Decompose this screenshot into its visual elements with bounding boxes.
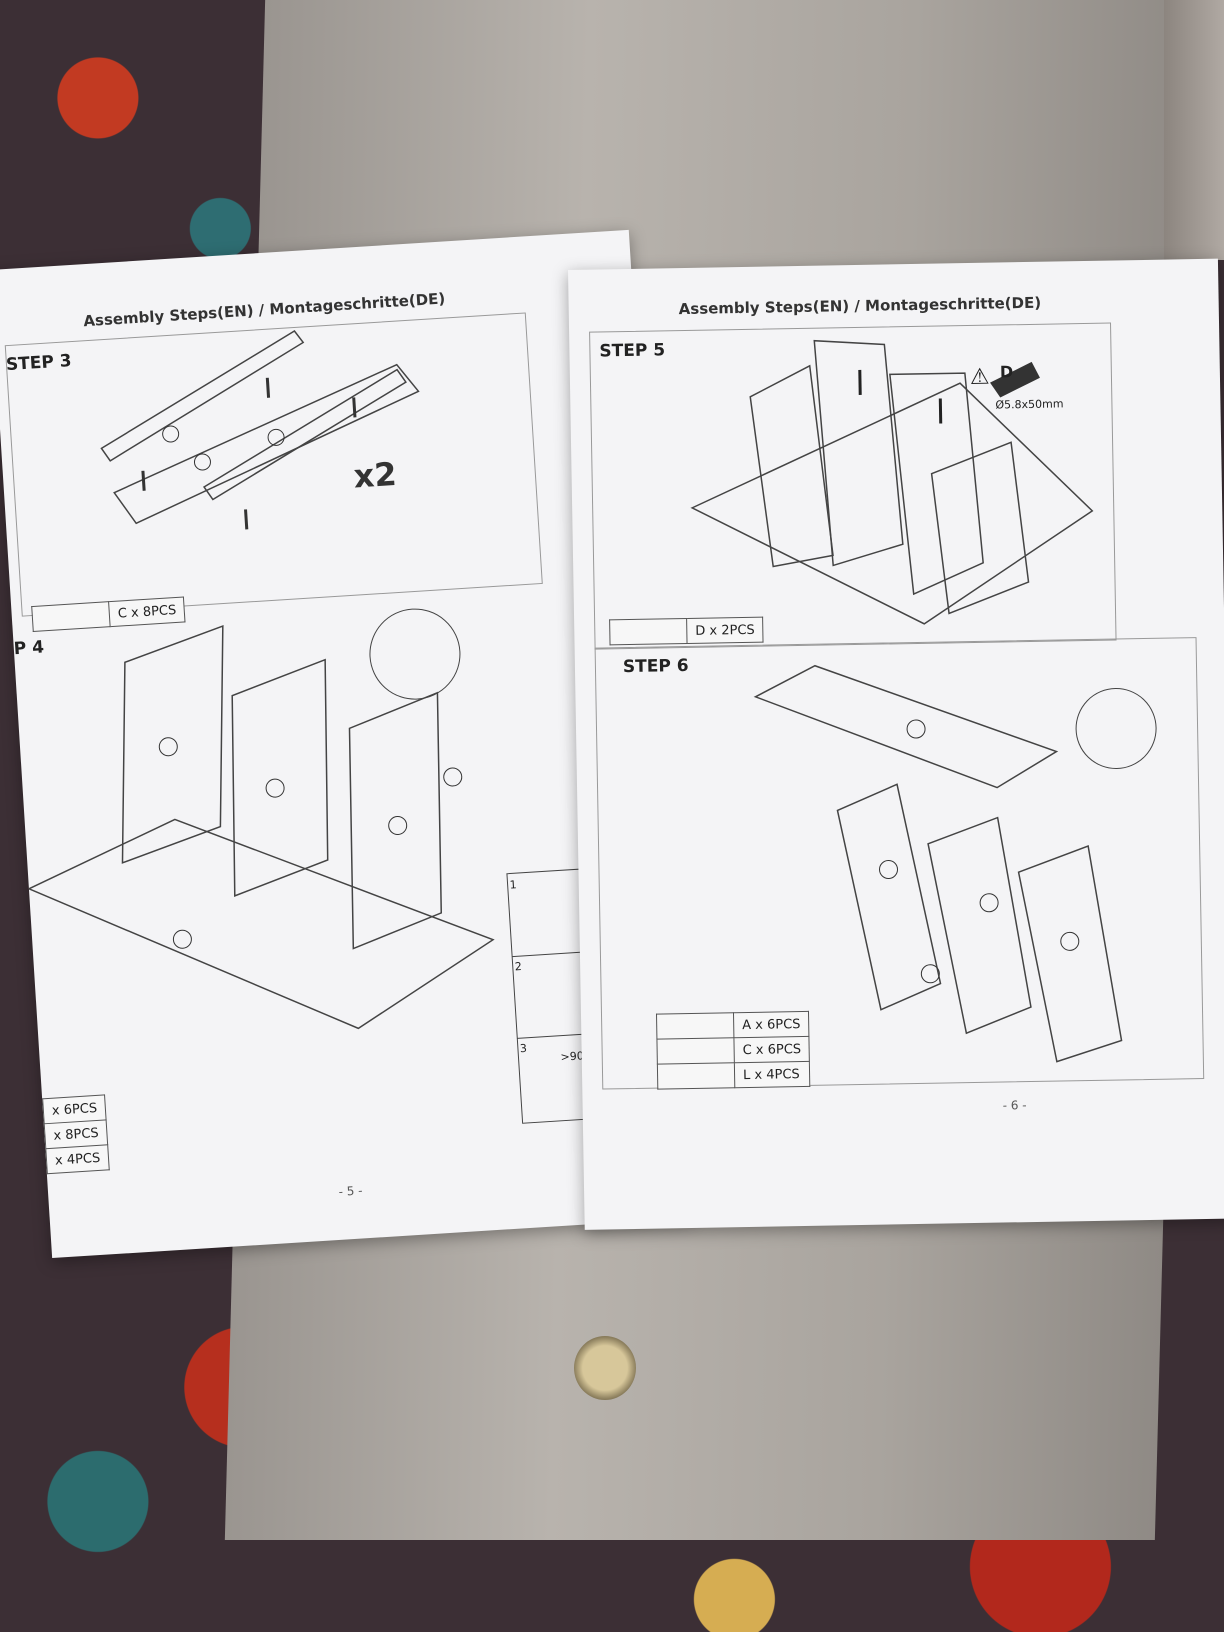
step5-drawing (690, 339, 1157, 1063)
warning-icon: ⚠ (969, 364, 990, 390)
step6-title: STEP 6 (622, 655, 689, 678)
step4-title: P 4 (13, 637, 45, 660)
parts-row: x 4PCS (45, 1144, 110, 1174)
parts-label: D x 2PCS (686, 617, 764, 644)
parts-label: L x 4PCS (734, 1061, 811, 1088)
page-number: - 6 - (1002, 1098, 1027, 1113)
cam-lock-icon (656, 1012, 734, 1040)
parts-label: C x 6PCS (733, 1036, 810, 1063)
detail-step-2: 2 (514, 959, 523, 974)
table-post (1164, 0, 1224, 260)
parts-label: A x 6PCS (733, 1011, 810, 1038)
parts-label: C x 8PCS (108, 596, 186, 627)
page-number: - 5 - (338, 1183, 363, 1199)
parts-row: C x 6PCS (656, 1036, 810, 1065)
step3-drawing (27, 330, 603, 1124)
detail-step-1: 1 (509, 878, 518, 892)
instruction-page-6: Assembly Steps(EN) / Montageschritte(DE)… (568, 258, 1224, 1230)
screw-icon (31, 601, 111, 632)
step5-parts-table: D x 2PCS (609, 617, 764, 646)
step6-parts-table: A x 6PCS C x 6PCS L x 4PCS (656, 1011, 811, 1090)
parts-row: D x 2PCS (609, 617, 764, 645)
instruction-page-5: Assembly Steps(EN) / Montageschritte(DE)… (0, 229, 691, 1259)
washer-icon (657, 1062, 735, 1090)
step4-parts-table: x 6PCS x 8PCS x 4PCS (42, 1094, 110, 1174)
warning-part-label: D (999, 362, 1014, 382)
detail-step-3: 3 (519, 1041, 528, 1056)
dowel-icon (656, 1037, 735, 1065)
dowel-size-label: Ø5.8x50mm (995, 397, 1064, 412)
parts-row: L x 4PCS (657, 1061, 811, 1090)
wood-knot (574, 1336, 636, 1400)
parts-label: x 4PCS (45, 1144, 110, 1174)
dowel-icon (609, 618, 688, 645)
parts-row: A x 6PCS (656, 1011, 810, 1040)
